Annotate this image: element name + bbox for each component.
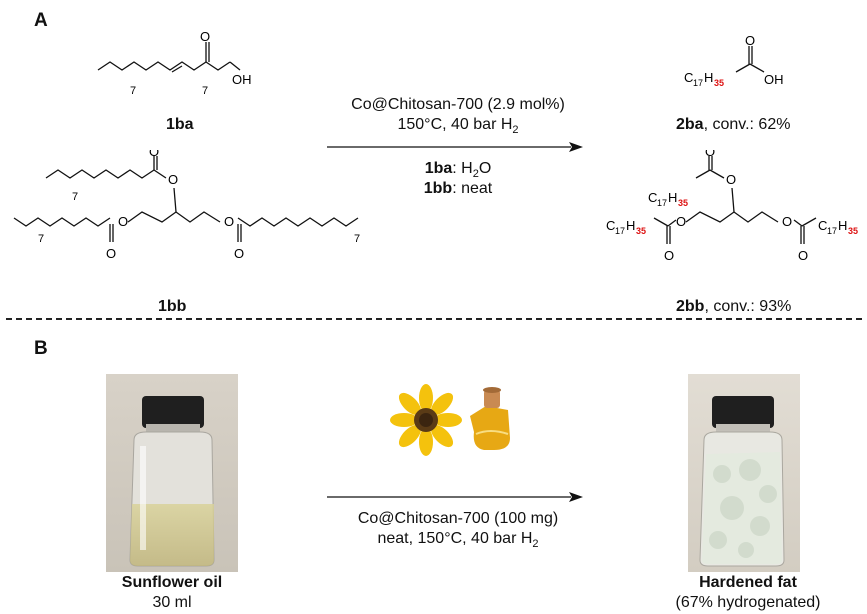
svg-text:O: O xyxy=(664,248,674,263)
svg-text:OH: OH xyxy=(232,72,252,87)
panel-a-arrow xyxy=(327,142,583,152)
panel-a-reagent-line2: 150°C, 40 bar H2 xyxy=(397,116,519,137)
svg-text:C: C xyxy=(684,70,693,85)
stearic-acid-structure: O OH C 17 H 35 xyxy=(684,34,784,88)
svg-text:7: 7 xyxy=(354,233,360,245)
svg-text:35: 35 xyxy=(714,78,724,88)
svg-text:O: O xyxy=(149,150,159,159)
svg-text:35: 35 xyxy=(636,226,646,236)
svg-text:17: 17 xyxy=(693,78,703,88)
svg-text:O: O xyxy=(200,32,210,44)
sunflower-oil-bottle-image xyxy=(106,374,238,572)
panel-b-reagent-line2: neat, 150°C, 40 bar H2 xyxy=(377,530,539,551)
tristearin-structure: O O C 17 H 35 O O O C 17 H 35 O C 17 H 3… xyxy=(606,150,858,263)
product-2ba-label: 2ba, conv.: 62% xyxy=(676,116,791,133)
svg-text:O: O xyxy=(726,172,736,187)
triolein-structure: O O 7 O O O 7 O 7 xyxy=(13,150,360,261)
svg-text:H: H xyxy=(704,70,713,85)
svg-text:O: O xyxy=(224,214,234,229)
sunflower-oil-illustration xyxy=(390,384,510,456)
panel-b-reagent-line1: Co@Chitosan-700 (100 mg) xyxy=(357,510,559,527)
hardened-fat-label: Hardened fat xyxy=(699,574,797,591)
svg-text:H: H xyxy=(668,190,677,205)
svg-text:7: 7 xyxy=(202,85,208,97)
svg-text:O: O xyxy=(118,214,128,229)
svg-text:C: C xyxy=(818,218,827,233)
panel-a-condition-1ba: 1ba: H2O xyxy=(424,160,492,181)
panel-a-letter: A xyxy=(34,10,48,31)
svg-text:C: C xyxy=(648,190,657,205)
svg-text:17: 17 xyxy=(657,198,667,208)
svg-text:OH: OH xyxy=(764,72,784,87)
panel-b-letter: B xyxy=(34,338,48,359)
svg-text:C: C xyxy=(606,218,615,233)
svg-text:7: 7 xyxy=(38,233,44,245)
panel-a-condition-1bb: 1bb: neat xyxy=(423,180,493,197)
svg-text:7: 7 xyxy=(130,85,136,97)
svg-text:O: O xyxy=(676,214,686,229)
product-2bb-label: 2bb, conv.: 93% xyxy=(676,298,792,315)
svg-text:35: 35 xyxy=(848,226,858,236)
sunflower-oil-label: Sunflower oil xyxy=(121,574,223,591)
panel-a-reagent-line1: Co@Chitosan-700 (2.9 mol%) xyxy=(351,96,565,113)
hardened-fat-bottle-image xyxy=(688,374,800,572)
svg-text:O: O xyxy=(798,248,808,263)
svg-text:H: H xyxy=(838,218,847,233)
sunflower-oil-volume: 30 ml xyxy=(152,594,192,611)
svg-text:35: 35 xyxy=(678,198,688,208)
panel-divider xyxy=(6,318,862,320)
sm-1ba-label: 1ba xyxy=(166,116,194,133)
oleic-acid-structure: O OH 7 7 xyxy=(97,32,252,97)
svg-text:O: O xyxy=(168,172,178,187)
hardened-fat-extent: (67% hydrogenated) xyxy=(675,594,821,611)
svg-text:O: O xyxy=(745,34,755,48)
svg-text:O: O xyxy=(782,214,792,229)
svg-text:17: 17 xyxy=(827,226,837,236)
sm-1bb-label: 1bb xyxy=(158,298,187,315)
svg-text:O: O xyxy=(705,150,715,159)
svg-text:H: H xyxy=(626,218,635,233)
panel-b-arrow xyxy=(327,492,583,502)
svg-text:7: 7 xyxy=(72,191,78,203)
svg-text:O: O xyxy=(234,246,244,261)
svg-text:O: O xyxy=(106,246,116,261)
svg-text:17: 17 xyxy=(615,226,625,236)
